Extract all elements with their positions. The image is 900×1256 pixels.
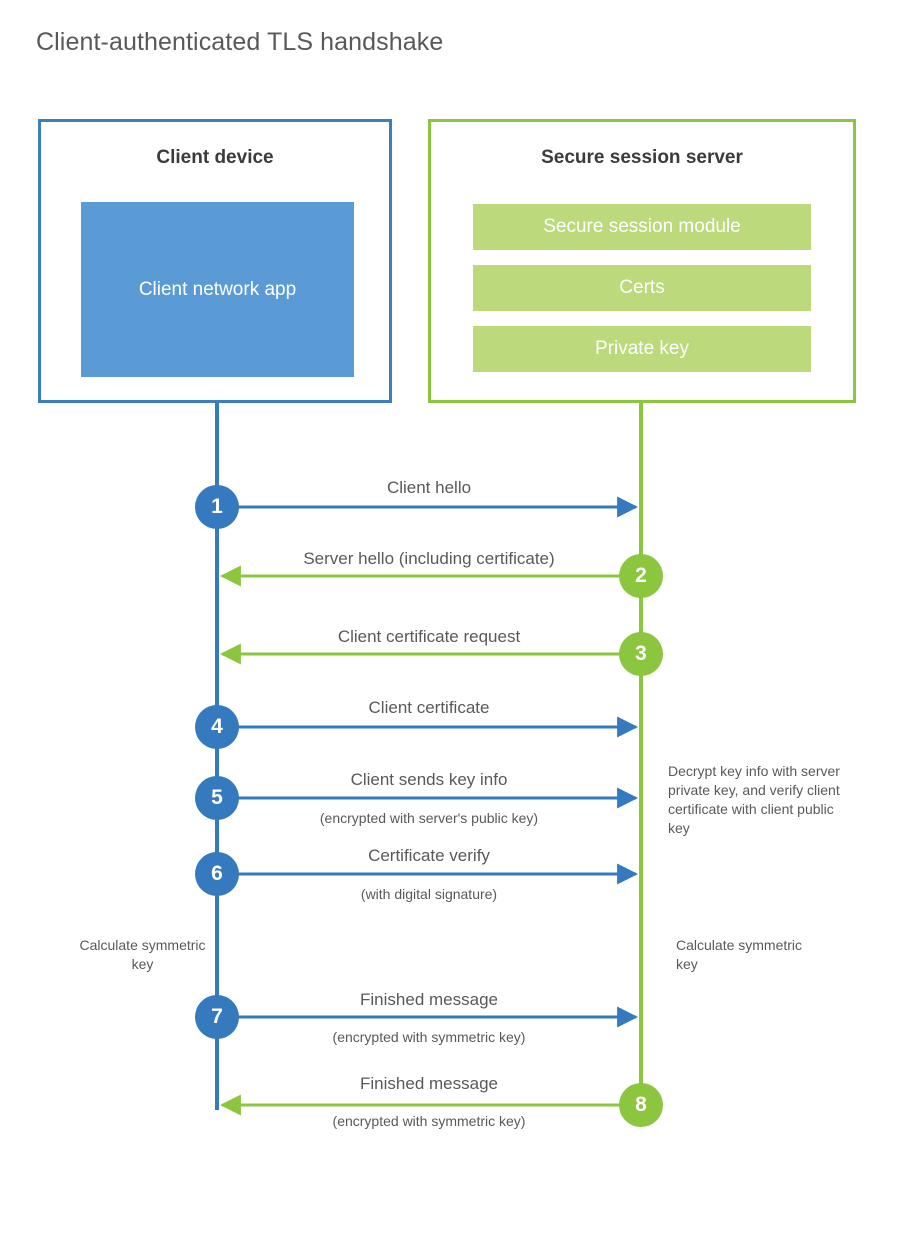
annotation-server-decrypt: Decrypt key info with server private key… — [668, 763, 840, 836]
annotation-server-symmetric-key: Calculate symmetric key — [676, 937, 803, 972]
step-label-3: Client certificate request — [337, 627, 521, 646]
step-label-1: Client hello — [386, 478, 472, 497]
step-sublabel-5: (encrypted with server's public key) — [319, 810, 539, 826]
certs-block: Certs — [473, 265, 811, 311]
client-device-box: Client device Client network app — [38, 119, 392, 403]
private-key-block: Private key — [473, 326, 811, 372]
step-sublabel-6: (with digital signature) — [360, 886, 498, 902]
step-sublabel-8: (encrypted with symmetric key) — [332, 1113, 526, 1129]
step-label-4: Client certificate — [368, 698, 490, 717]
step-badge-7[interactable]: 7 — [195, 995, 239, 1039]
step-badge-4[interactable]: 4 — [195, 705, 239, 749]
secure-session-server-title: Secure session server — [541, 147, 743, 168]
step-badge-8[interactable]: 8 — [619, 1083, 663, 1127]
secure-session-module-block: Secure session module — [473, 204, 811, 250]
client-device-title: Client device — [156, 147, 274, 168]
step-badge-5[interactable]: 5 — [195, 776, 239, 820]
step-label-8: Finished message — [360, 1074, 498, 1093]
client-network-app-block: Client network app — [81, 202, 354, 377]
step-label-5: Client sends key info — [350, 770, 508, 789]
step-badge-3[interactable]: 3 — [619, 632, 663, 676]
secure-session-server-box: Secure session server Secure session mod… — [428, 119, 856, 403]
step-sublabel-7: (encrypted with symmetric key) — [332, 1029, 526, 1045]
step-label-6: Certificate verify — [368, 846, 490, 865]
step-badge-6[interactable]: 6 — [195, 852, 239, 896]
page-title: Client-authenticated TLS handshake — [36, 28, 444, 56]
step-badge-2[interactable]: 2 — [619, 554, 663, 598]
step-label-7: Finished message — [360, 990, 498, 1009]
annotation-client-symmetric-key: Calculate symmetric key — [79, 937, 206, 972]
step-label-2: Server hello (including certificate) — [303, 549, 555, 568]
step-badge-1[interactable]: 1 — [195, 485, 239, 529]
